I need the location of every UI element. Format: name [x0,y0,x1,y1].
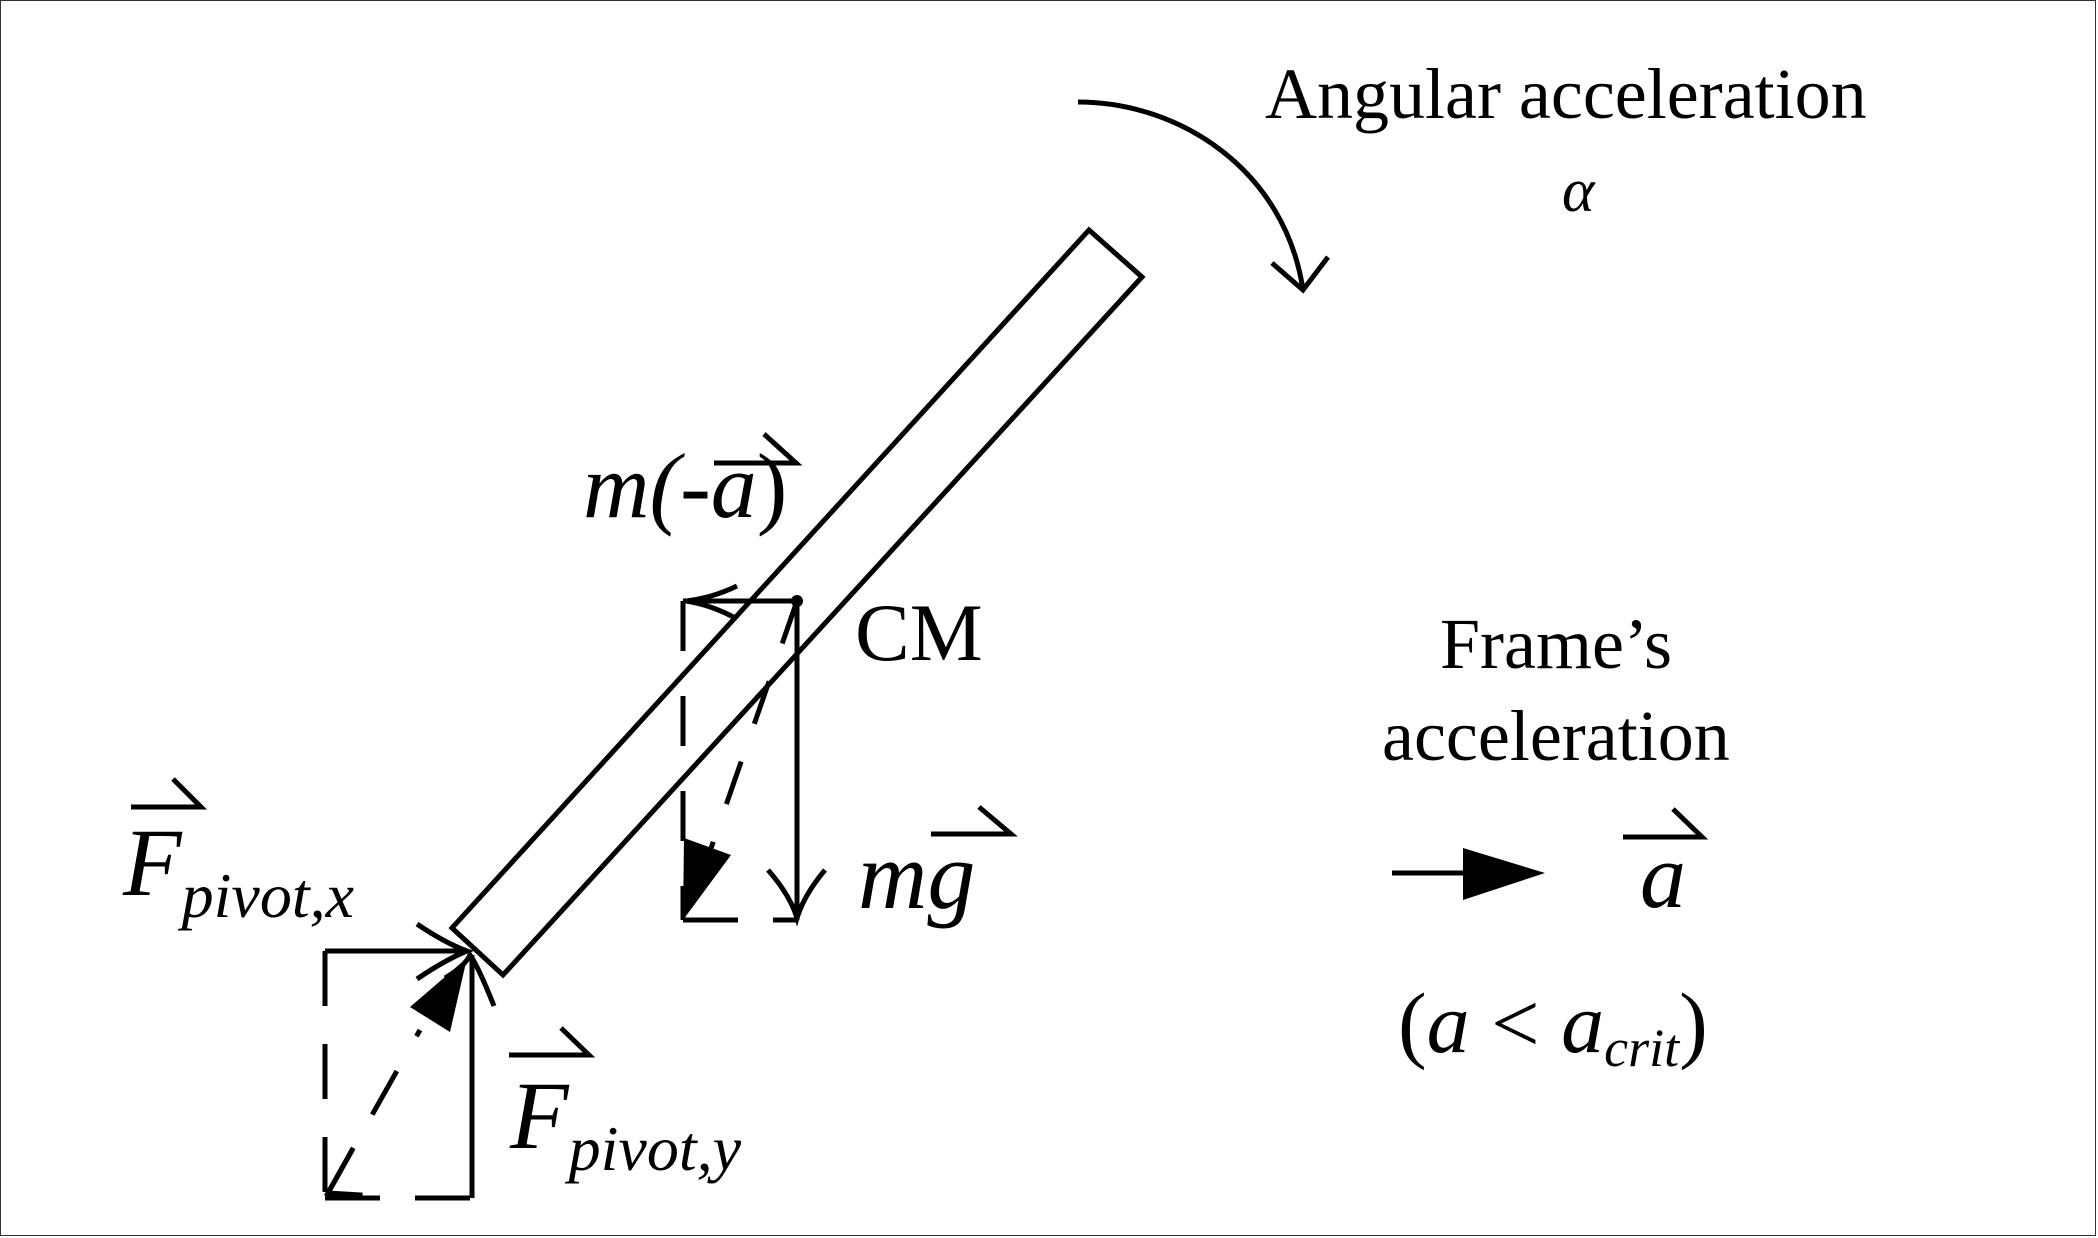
inertial-prefix: m(- [583,435,711,537]
pivot-resultant-tail [323,1146,363,1198]
condition-rhs-subscript: crit [1604,1018,1680,1078]
vector-bar-pivot-x [131,777,208,810]
cm-resultant-arrowhead-icon [683,838,731,920]
weight-prefix: m [858,822,928,929]
inertial-force-label: m(-a) [583,440,787,532]
vector-bar-inertial [714,432,803,466]
pivot-x-label: Fpivot,x [123,815,354,928]
inertial-vector: a [710,435,757,537]
angular-arrowhead-icon [1270,255,1330,294]
cm-point [791,595,803,607]
vector-bar-frame [1623,807,1709,840]
condition-op: < [1469,975,1562,1071]
inertial-arrowhead-icon [685,583,739,622]
vector-bar-pivot-y [509,1026,596,1058]
pivot-y-label: Fpivot,y [510,1068,741,1181]
frame-acceleration-line1: Frame’s [1440,604,1672,684]
angular-acceleration-arrow [1077,99,1306,291]
weight-label: mg [858,828,975,924]
vector-bar-weight [931,805,1018,837]
critical-condition: (a < acrit) [1398,980,1708,1075]
pivot-x-symbol: F [123,809,182,916]
frame-acceleration-arrowhead-icon [1463,848,1545,900]
inertial-suffix: ) [756,435,788,537]
weight-vector: g [927,822,976,929]
alpha-symbol: α [1562,157,1595,225]
condition-open: ( [1398,975,1427,1071]
frame-acceleration-line2: acceleration [1382,696,1730,776]
pivot-x-arrowhead-icon [415,921,474,982]
frame-acceleration-vector: a [1640,825,1686,927]
angular-acceleration-label: Angular acceleration [1265,54,1867,134]
pivot-x-subscript: pivot,x [181,860,355,931]
pivot-resultant-arrowhead-icon [410,958,467,1032]
condition-lhs: a [1426,975,1470,1071]
cm-label: CM [855,587,983,678]
condition-close: ) [1679,975,1708,1071]
pivot-y-subscript: pivot,y [568,1113,742,1184]
condition-rhs: a [1561,975,1605,1071]
pivot-y-symbol: F [510,1062,569,1169]
